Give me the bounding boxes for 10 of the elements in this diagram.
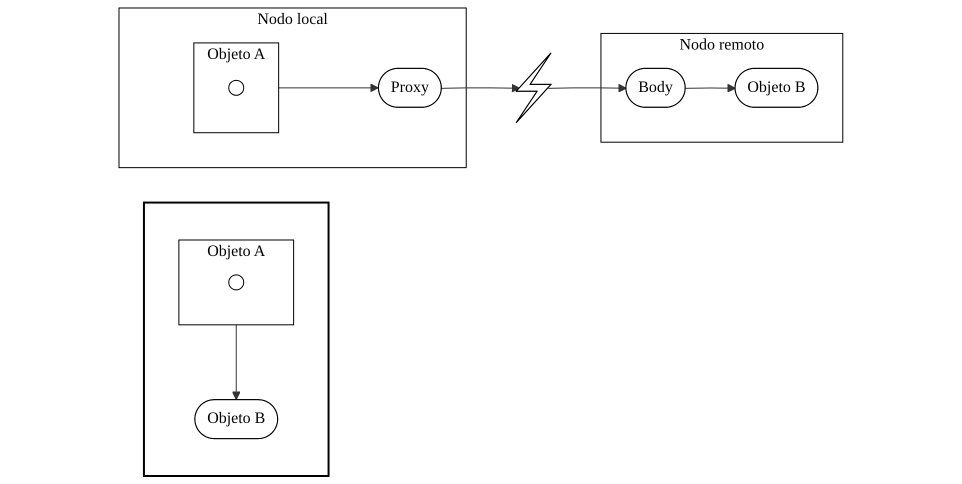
- node-circle: [228, 274, 244, 290]
- cluster: Objeto A: [178, 240, 294, 326]
- cluster: Objeto A: [193, 42, 280, 134]
- arrow: [232, 324, 241, 400]
- arrow: [278, 83, 379, 92]
- arrow: [685, 84, 736, 93]
- arrow: [548, 84, 627, 93]
- arrow: [441, 84, 520, 93]
- node-circle: [228, 80, 244, 96]
- cluster: [143, 202, 330, 477]
